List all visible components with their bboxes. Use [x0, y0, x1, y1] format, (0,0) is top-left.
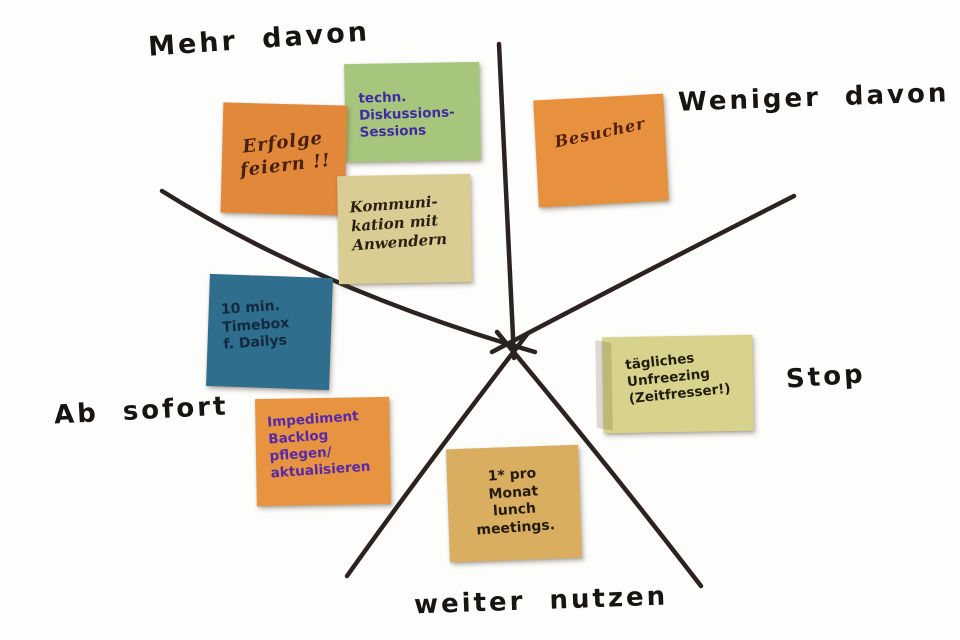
section-label-stop: Stop — [785, 359, 867, 395]
line-top — [496, 41, 517, 361]
sticky-note-lunch-meetings: 1* pro Monat lunch meetings. — [446, 444, 582, 563]
line-upper-left — [159, 188, 538, 355]
sticky-note-text: 1* pro Monat lunch meetings. — [475, 465, 556, 539]
sticky-note-text: Besucher — [552, 113, 648, 152]
sticky-note-techn-diskussions-sessions: techn. Diskussions- Sessions — [344, 61, 481, 163]
sticky-note-timebox-dailys: 10 min. Timebox f. Dailys — [206, 273, 333, 391]
sticky-note-text: tägliches Unfreezing (Zeitfresser!) — [624, 350, 732, 407]
sticky-note-text: 10 min. Timebox f. Dailys — [220, 297, 290, 353]
sticky-note-text: techn. Diskussions- Sessions — [358, 89, 455, 141]
sticky-note-impediment-backlog: Impediment Backlog pflegen/ aktualisiere… — [255, 396, 391, 507]
line-lower-left — [344, 330, 531, 579]
line-lower-right — [494, 329, 704, 589]
sticky-note-text: Impediment Backlog pflegen/ aktualisiere… — [266, 408, 371, 482]
sticky-note-taegliches-unfreezing: tägliches Unfreezing (Zeitfresser!) — [602, 334, 754, 434]
sticky-note-kommunikation-mit-anwendern: Kommuni- kation mit Anwendern — [337, 173, 472, 285]
line-upper-right — [489, 193, 797, 355]
sticky-note-text: Kommuni- kation mit Anwendern — [349, 192, 448, 254]
sticky-note-text: Erfolge feiern !! — [238, 127, 332, 181]
sticky-note-besucher: Besucher — [533, 93, 669, 208]
sticky-note-erfolge-feiern: Erfolge feiern !! — [220, 102, 348, 216]
